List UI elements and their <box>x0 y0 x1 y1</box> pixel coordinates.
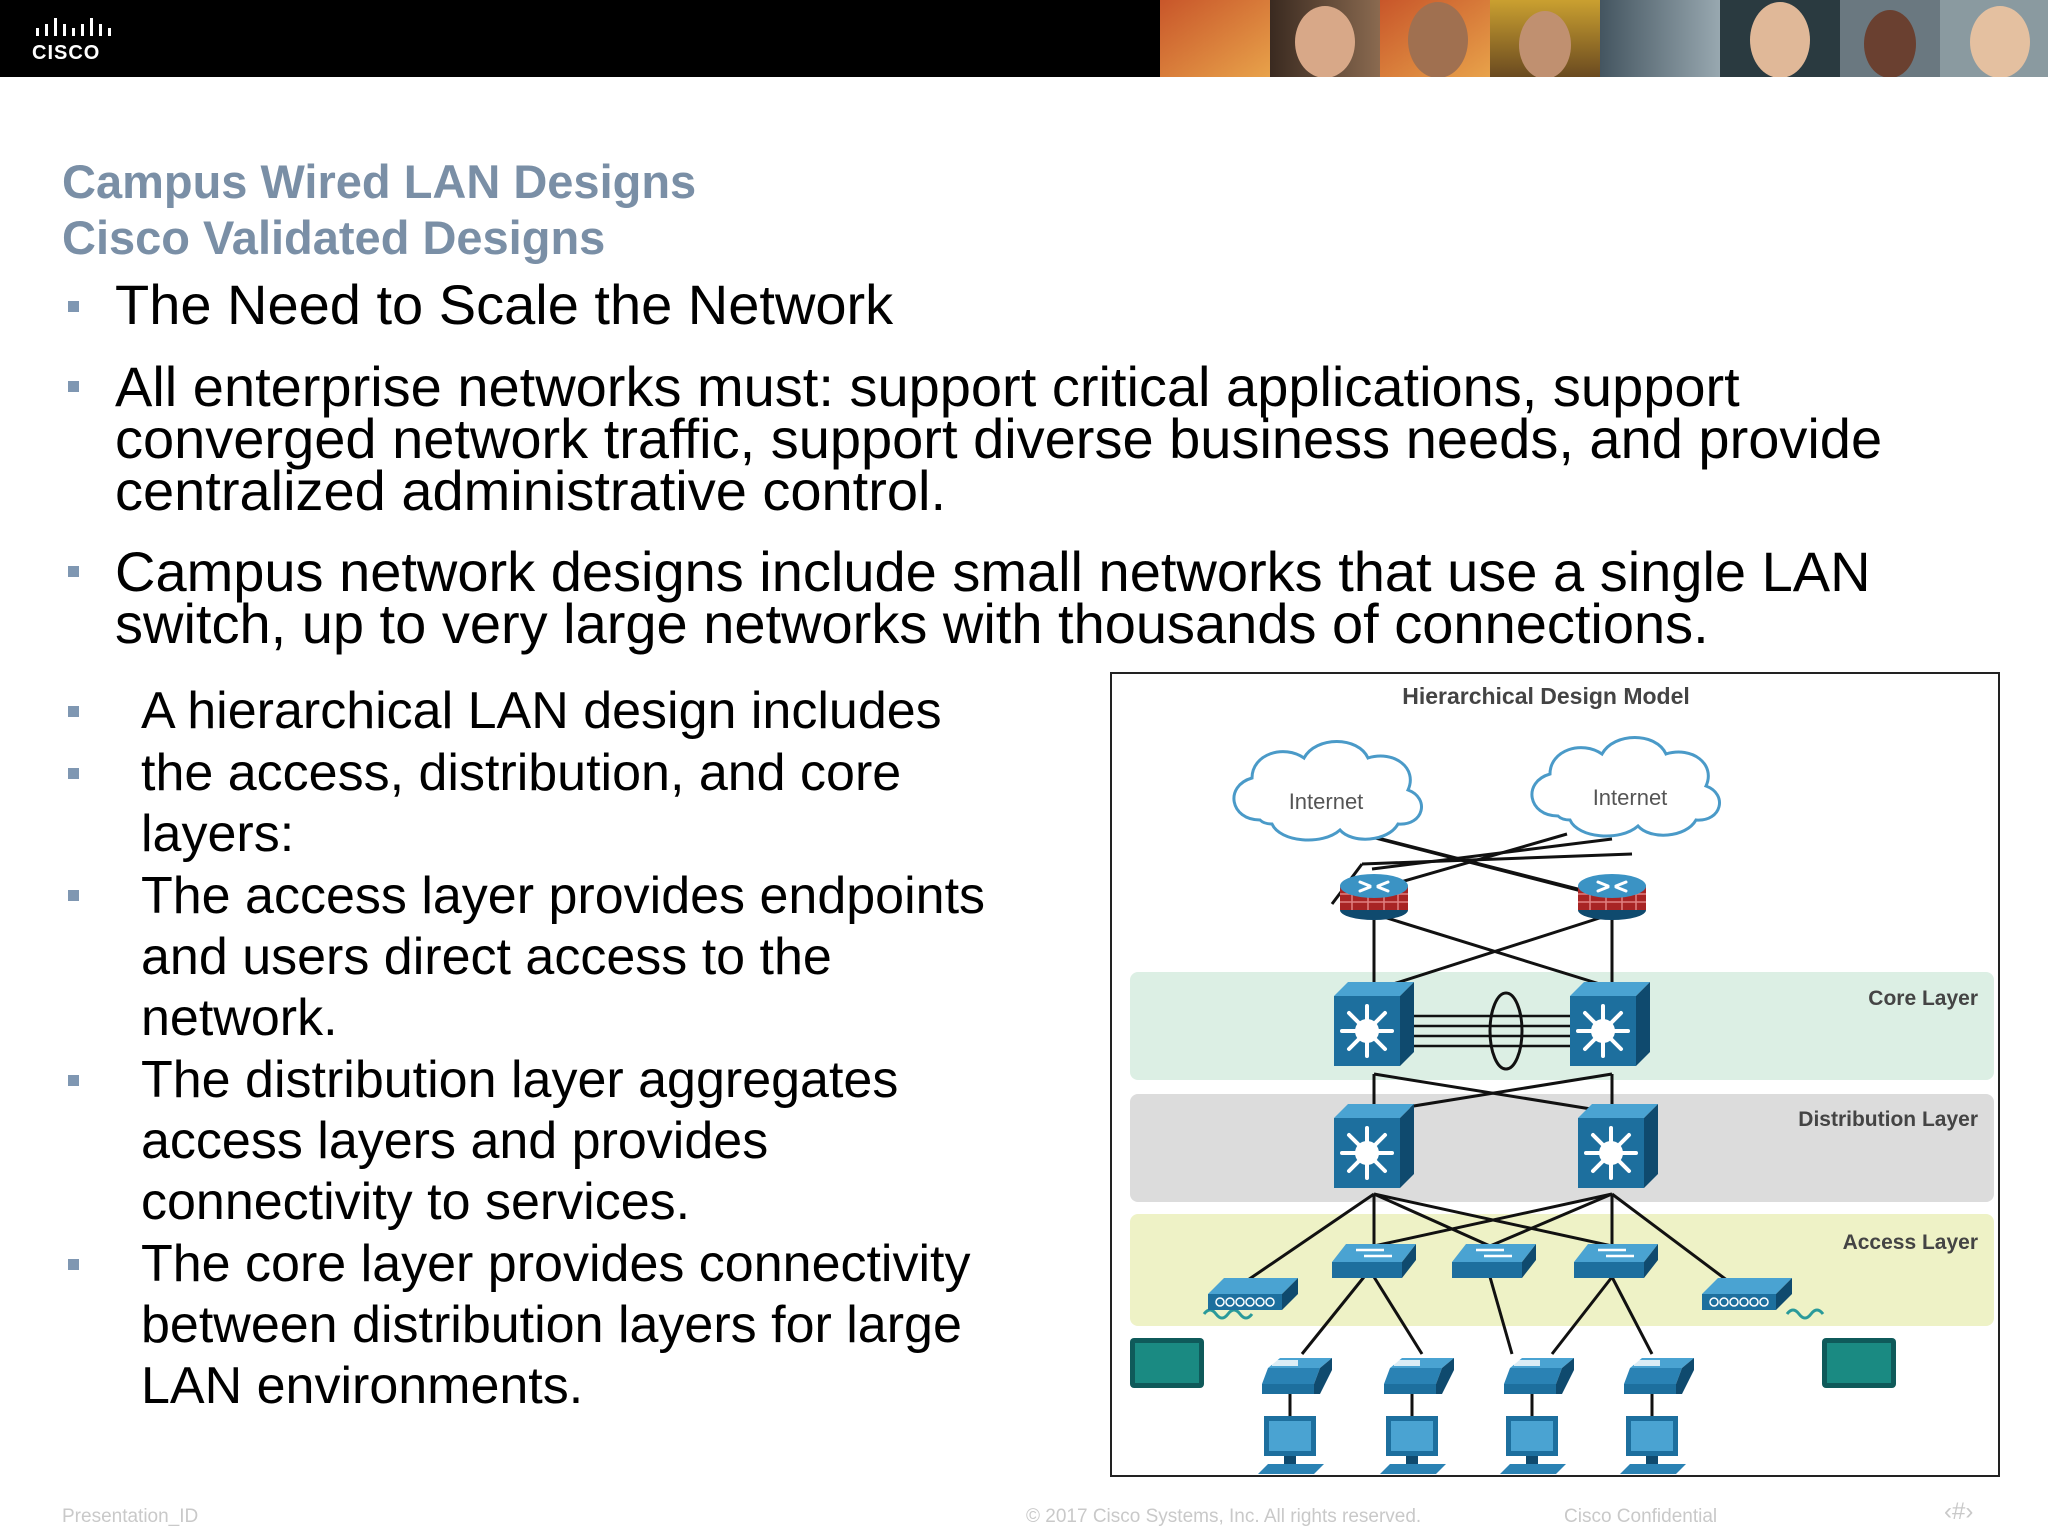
bullet-line: The distribution layer aggregates <box>141 1051 899 1109</box>
cisco-bridge-icon <box>36 18 111 36</box>
bullet-marker <box>68 890 79 901</box>
footer-page-number: ‹#› <box>1944 1498 1974 1525</box>
slide-title: Campus Wired LAN Designs <box>62 155 697 208</box>
edge-router-left-icon <box>1338 872 1410 922</box>
footer-confidential: Cisco Confidential <box>1564 1506 1718 1527</box>
ip-phone-4-icon <box>1624 1358 1694 1394</box>
sub-bullet-item: the access, distribution, and core layer… <box>141 743 1101 865</box>
bullet-line: the access, distribution, and core <box>141 744 902 802</box>
cisco-wordmark: CISCO <box>32 42 101 64</box>
tablet-left-icon <box>1130 1338 1204 1388</box>
core-layer-label: Core Layer <box>1868 987 1978 1010</box>
edge-router-right-icon <box>1576 872 1648 922</box>
slide-subtitle: Cisco Validated Designs <box>62 211 606 264</box>
bullet-line: between distribution layers for large <box>141 1296 962 1354</box>
distribution-switch-left-icon <box>1332 1102 1416 1190</box>
tablet-right-icon <box>1822 1338 1896 1388</box>
wireless-ap-right-icon <box>1701 1277 1793 1311</box>
bullet-line: network. <box>141 989 338 1047</box>
bullet-item: The Need to Scale the Network <box>115 273 2015 336</box>
bullet-line: LAN environments. <box>141 1357 584 1415</box>
footer-presentation-id: Presentation_ID <box>62 1506 199 1527</box>
people-photo-strip <box>1160 0 2048 77</box>
sub-bullet-item: A hierarchical LAN design includes <box>141 681 1101 742</box>
hierarchical-design-diagram: Hierarchical Design Model Core Layer Dis… <box>1110 672 2000 1477</box>
access-switch-3-icon <box>1572 1242 1660 1280</box>
bullet-line: A hierarchical LAN design includes <box>141 682 942 740</box>
bullet-marker <box>68 381 79 392</box>
bullet-marker <box>68 566 79 577</box>
core-switch-left-icon <box>1332 980 1416 1068</box>
wireless-link-right <box>1785 1308 1825 1320</box>
bullet-line: centralized administrative control. <box>115 459 947 522</box>
bullet-marker <box>68 768 79 779</box>
bullet-marker <box>68 301 79 312</box>
bullet-line: Campus network designs include small net… <box>115 540 1871 603</box>
pc-1-icon <box>1258 1416 1324 1474</box>
bullet-marker <box>68 1075 79 1086</box>
distribution-switch-right-icon <box>1576 1102 1660 1190</box>
diagram-title: Hierarchical Design Model <box>1402 683 1690 709</box>
bullet-line: The access layer provides endpoints <box>141 867 986 925</box>
internet-label-left: Internet <box>1289 789 1364 814</box>
core-switch-right-icon <box>1568 980 1652 1068</box>
sub-bullet-item: The distribution layer aggregates access… <box>141 1050 1101 1233</box>
bullet-line: All enterprise networks must: support cr… <box>115 355 1740 418</box>
pc-3-icon <box>1500 1416 1566 1474</box>
internet-cloud-left: Internet <box>1232 740 1423 842</box>
access-switch-2-icon <box>1450 1242 1538 1280</box>
header-banner: CISCO <box>0 0 2048 77</box>
core-etherchannel <box>1412 991 1580 1071</box>
pc-2-icon <box>1380 1416 1446 1474</box>
footer-copyright: © 2017 Cisco Systems, Inc. All rights re… <box>1026 1506 1422 1527</box>
bullet-line: The Need to Scale the Network <box>115 273 894 336</box>
ip-phone-1-icon <box>1262 1358 1332 1394</box>
distribution-layer-label: Distribution Layer <box>1798 1108 1978 1131</box>
sub-bullet-item: The access layer provides endpoints and … <box>141 866 1101 1049</box>
bullet-item: Campus network designs include small net… <box>115 540 2015 655</box>
bullet-line: and users direct access to the <box>141 928 832 986</box>
diagram-canvas: Hierarchical Design Model Core Layer Dis… <box>1130 683 1994 1474</box>
access-switch-1-icon <box>1330 1242 1418 1280</box>
bullet-marker <box>68 706 79 717</box>
pc-4-icon <box>1620 1416 1686 1474</box>
bullet-line: layers: <box>141 805 295 863</box>
internet-cloud-right: Internet <box>1530 736 1721 838</box>
bullet-line: switch, up to very large networks with t… <box>115 592 1709 655</box>
bullet-marker <box>68 1259 79 1270</box>
cisco-logo: CISCO <box>30 14 120 64</box>
bullet-line: access layers and provides <box>141 1112 769 1170</box>
access-layer-label: Access Layer <box>1843 1231 1978 1254</box>
ip-phone-2-icon <box>1384 1358 1454 1394</box>
sub-bullet-item: The core layer provides connectivity bet… <box>141 1234 1101 1417</box>
internet-label-right: Internet <box>1593 785 1668 810</box>
wireless-link-left <box>1202 1308 1254 1320</box>
bullet-line: converged network traffic, support diver… <box>115 407 1883 470</box>
bullet-item: All enterprise networks must: support cr… <box>115 355 2015 522</box>
ip-phone-3-icon <box>1504 1358 1574 1394</box>
wireless-ap-left-icon <box>1207 1277 1299 1311</box>
bullet-line: connectivity to services. <box>141 1173 691 1231</box>
bullet-line: The core layer provides connectivity <box>141 1235 971 1293</box>
